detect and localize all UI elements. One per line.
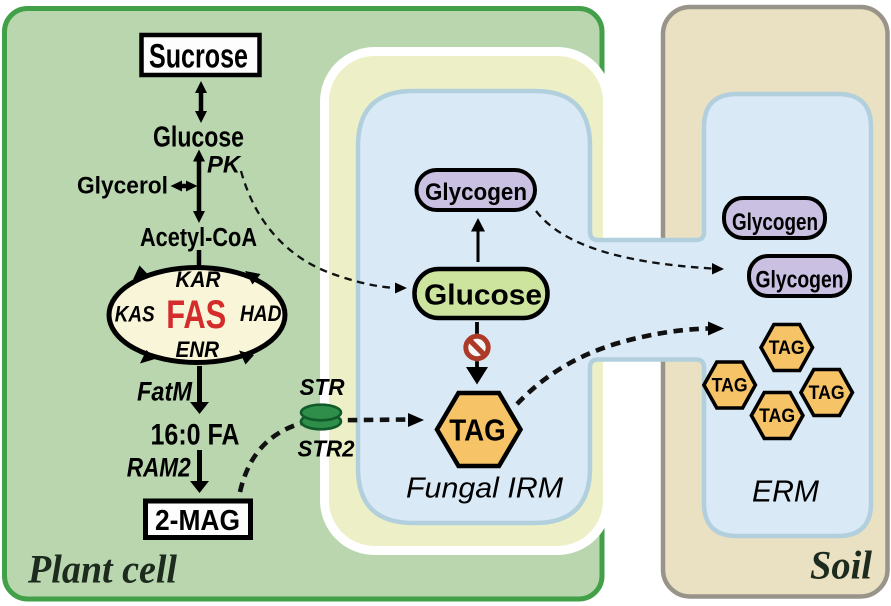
svg-text:TAG: TAG	[759, 406, 795, 427]
svg-text:Glucose: Glucose	[153, 122, 244, 154]
svg-text:Fungal IRM: Fungal IRM	[406, 473, 564, 505]
svg-text:Glycerol: Glycerol	[77, 172, 168, 199]
svg-text:16:0 FA: 16:0 FA	[151, 419, 240, 452]
svg-text:Glycogen: Glycogen	[756, 266, 844, 293]
svg-text:ENR: ENR	[175, 337, 219, 362]
svg-text:FatM: FatM	[137, 377, 193, 407]
svg-text:RAM2: RAM2	[127, 452, 191, 482]
svg-text:2-MAG: 2-MAG	[155, 505, 240, 537]
svg-text:KAS: KAS	[115, 301, 155, 326]
svg-text:Acetyl-CoA: Acetyl-CoA	[140, 224, 257, 252]
svg-text:Glucose: Glucose	[424, 279, 542, 311]
svg-text:Sucrose: Sucrose	[149, 38, 248, 76]
svg-text:ERM: ERM	[752, 474, 819, 509]
svg-text:TAG: TAG	[769, 338, 805, 359]
svg-text:STR: STR	[300, 374, 345, 400]
svg-text:Glycogen: Glycogen	[732, 209, 818, 236]
svg-text:STR2: STR2	[298, 436, 355, 462]
svg-text:TAG: TAG	[809, 383, 845, 404]
svg-text:Glycogen: Glycogen	[425, 179, 527, 206]
svg-text:Soil: Soil	[810, 543, 873, 588]
svg-text:PK: PK	[207, 152, 242, 179]
svg-text:HAD: HAD	[240, 301, 282, 326]
svg-text:TAG: TAG	[449, 413, 506, 448]
svg-text:Plant cell: Plant cell	[27, 547, 178, 592]
svg-text:TAG: TAG	[712, 376, 748, 397]
svg-text:KAR: KAR	[176, 267, 222, 292]
svg-text:FAS: FAS	[166, 293, 226, 337]
